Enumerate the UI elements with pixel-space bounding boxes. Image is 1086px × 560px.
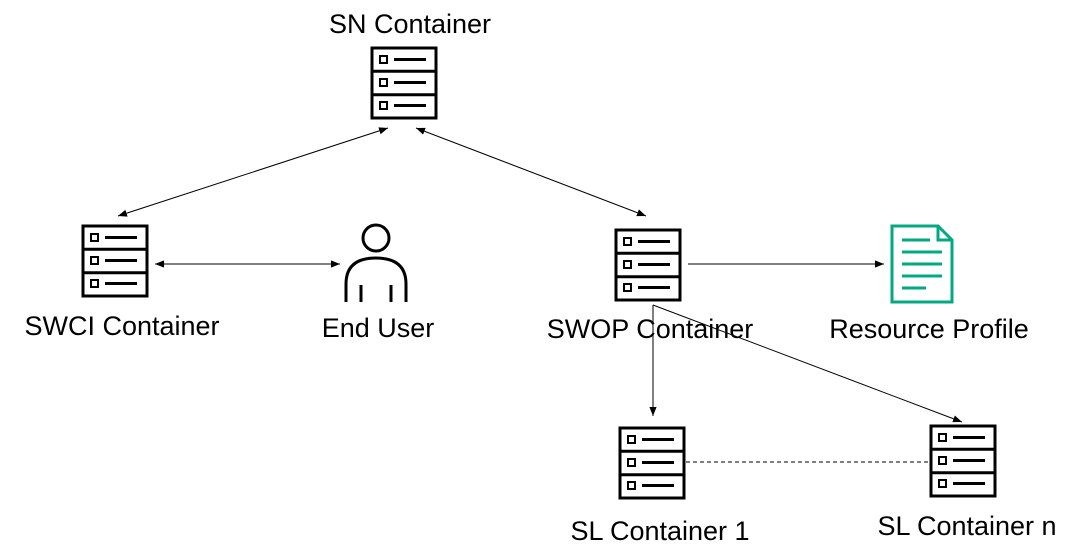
sn-label: SN Container xyxy=(329,9,491,39)
node-swci: SWCI Container xyxy=(24,224,220,341)
edge-sn-swop xyxy=(415,127,647,217)
sln-label: SL Container n xyxy=(877,511,1056,541)
node-resource-profile: Resource Profile xyxy=(829,224,1029,344)
end-user-label: End User xyxy=(322,313,435,343)
node-sn: SN Container xyxy=(329,9,491,120)
resource-profile-label: Resource Profile xyxy=(829,314,1029,344)
server-icon xyxy=(614,228,682,302)
server-icon xyxy=(370,46,438,120)
edge-sn-swci xyxy=(117,127,389,217)
document-icon xyxy=(890,224,954,304)
node-sl1: SL Container 1 xyxy=(570,426,750,546)
swci-label: SWCI Container xyxy=(24,311,219,341)
node-end-user: End User xyxy=(322,223,435,343)
user-icon xyxy=(344,223,408,302)
server-icon xyxy=(618,426,686,500)
node-swop: SWOP Container xyxy=(547,228,754,344)
edge-swop-sln xyxy=(652,304,963,423)
swop-label: SWOP Container xyxy=(547,314,754,344)
node-sln: SL Container n xyxy=(877,424,1057,541)
server-icon xyxy=(81,224,149,298)
server-icon xyxy=(929,424,997,498)
sl1-label: SL Container 1 xyxy=(570,516,749,546)
